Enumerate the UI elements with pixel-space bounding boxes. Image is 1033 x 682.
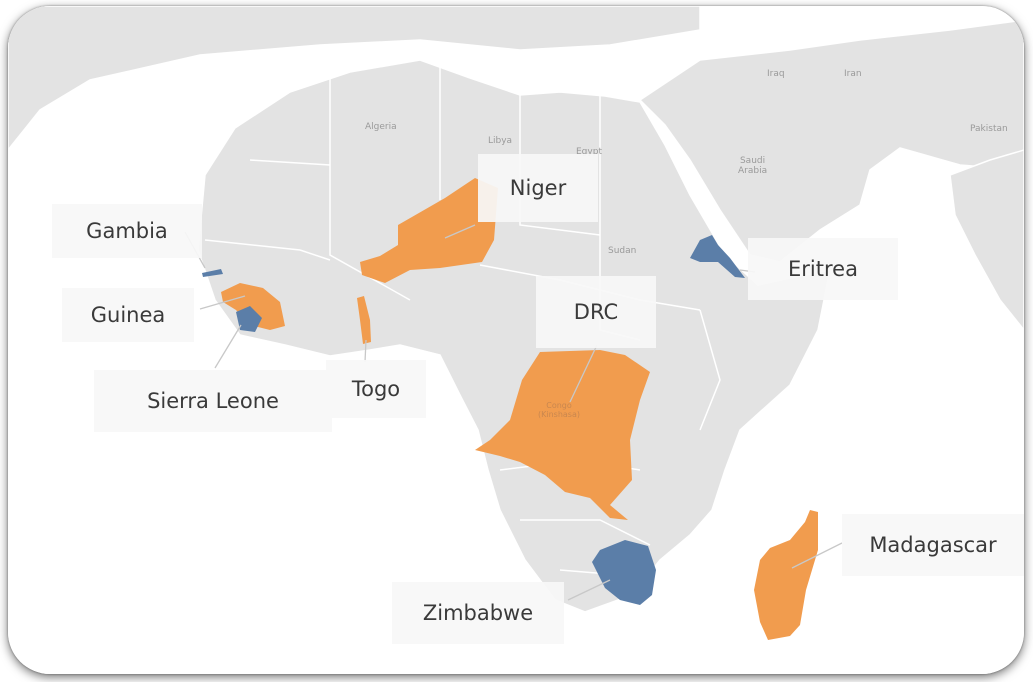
label-congo-kinshasa: Congo (Kinshasa) xyxy=(538,401,580,419)
gambia-shape[interactable] xyxy=(202,269,223,277)
callout-niger[interactable]: Niger xyxy=(478,154,598,222)
middle-east-landmass xyxy=(638,19,1024,263)
label-saudi-arabia: Saudi Arabia xyxy=(738,156,768,176)
callout-zimbabwe[interactable]: Zimbabwe xyxy=(392,582,564,644)
madagascar-shape[interactable] xyxy=(754,510,818,640)
map-frame: Algeria Libya Egypt Sudan Saudi Arabia I… xyxy=(8,6,1024,674)
callout-guinea[interactable]: Guinea xyxy=(62,288,194,342)
label-libya: Libya xyxy=(488,136,513,146)
togo-shape[interactable] xyxy=(357,296,371,344)
label-algeria: Algeria xyxy=(365,122,397,132)
label-iraq: Iraq xyxy=(767,69,785,79)
zimbabwe-shape[interactable] xyxy=(592,540,656,605)
label-egypt: Egypt xyxy=(576,147,602,157)
niger-shape[interactable] xyxy=(360,178,498,283)
callout-sierra-leone[interactable]: Sierra Leone xyxy=(94,370,332,432)
africa-landmass xyxy=(197,59,831,613)
india-landmass xyxy=(949,149,1024,332)
sierra-leone-shape[interactable] xyxy=(236,306,262,332)
callout-drc[interactable]: DRC xyxy=(536,276,656,348)
guinea-shape[interactable] xyxy=(221,283,285,330)
drc-shape[interactable] xyxy=(475,350,650,520)
africa-map[interactable] xyxy=(8,6,1024,674)
europe-landmass xyxy=(8,6,701,152)
leader-lines xyxy=(184,224,843,601)
callout-gambia[interactable]: Gambia xyxy=(52,204,202,258)
callout-madagascar[interactable]: Madagascar xyxy=(842,514,1024,576)
callout-togo[interactable]: Togo xyxy=(326,360,426,418)
label-pakistan: Pakistan xyxy=(970,124,1008,134)
eritrea-shape[interactable] xyxy=(690,235,745,278)
label-sudan: Sudan xyxy=(608,246,637,256)
callout-eritrea[interactable]: Eritrea xyxy=(748,238,898,300)
label-iran: Iran xyxy=(844,69,862,79)
